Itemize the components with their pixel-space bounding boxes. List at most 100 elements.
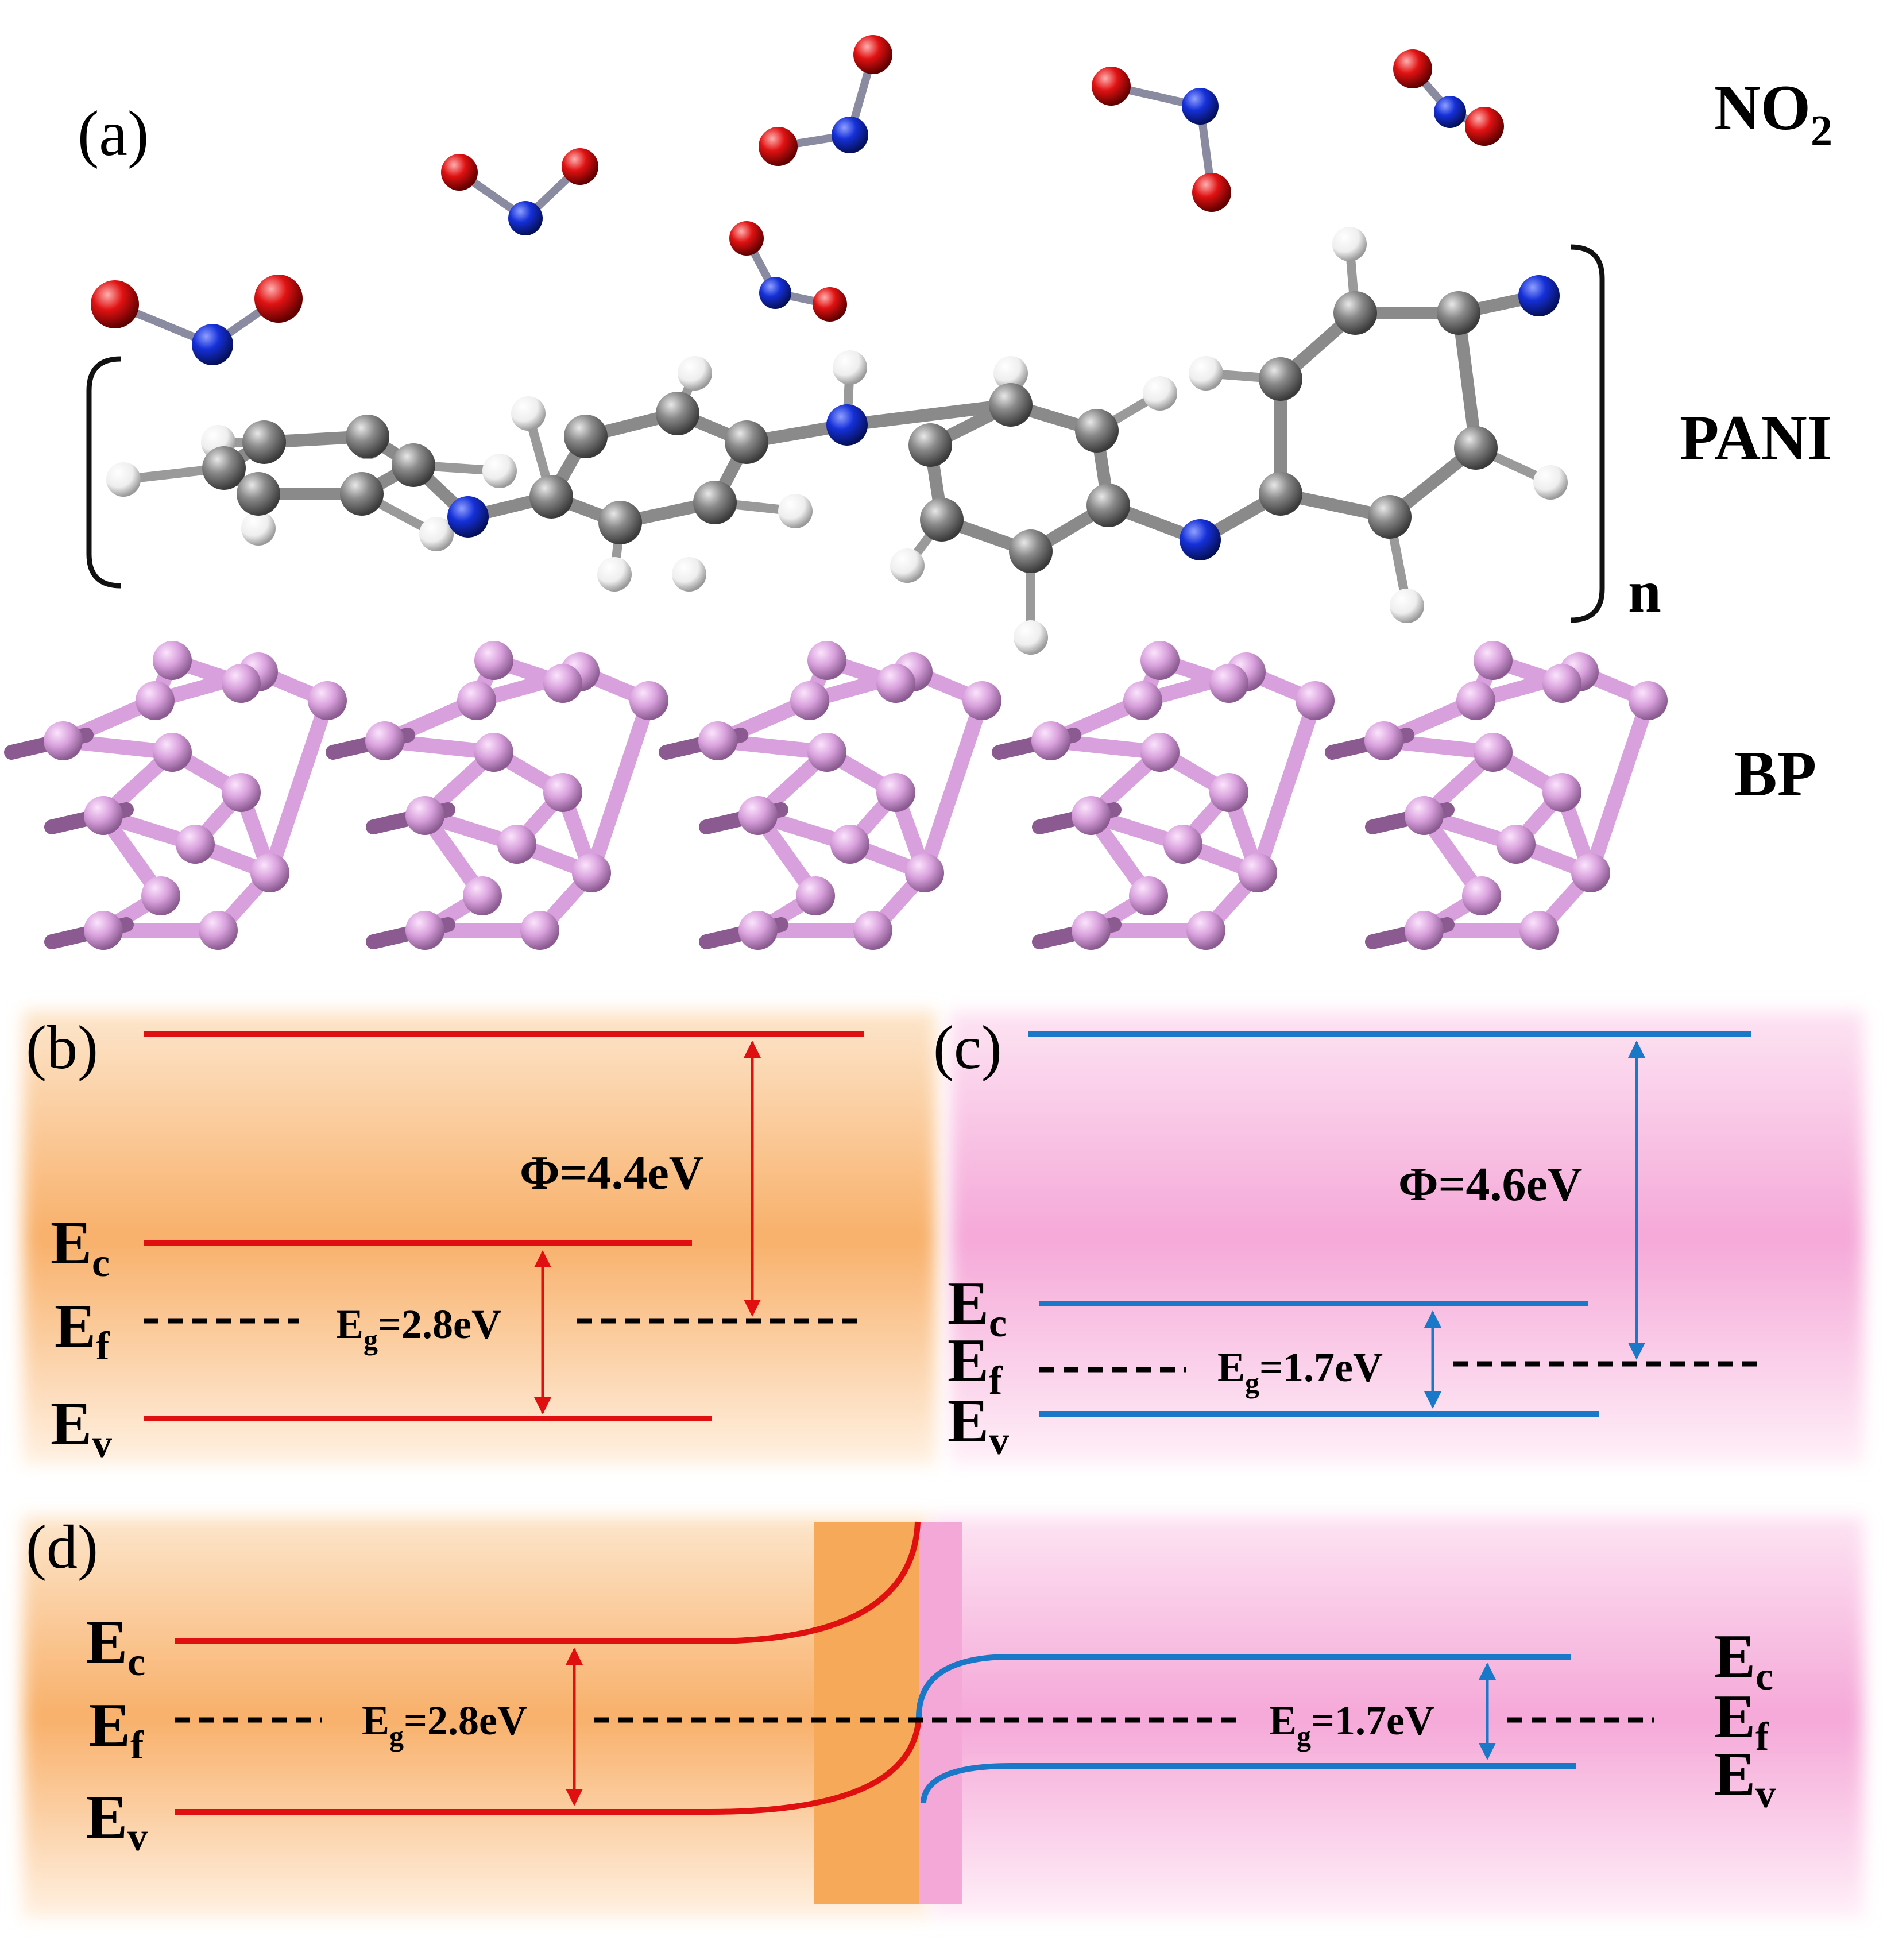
p-p-bond bbox=[584, 693, 656, 880]
phosphorus-atom bbox=[1140, 733, 1180, 772]
oxygen-atom bbox=[254, 275, 303, 323]
hydrogen-atom bbox=[890, 548, 925, 583]
carbon-atom bbox=[656, 392, 699, 435]
carbon-atom bbox=[237, 472, 280, 516]
panel-d-label: (d) bbox=[26, 1513, 98, 1582]
nitrogen-atom bbox=[759, 277, 791, 309]
phosphorus-atom bbox=[84, 796, 123, 835]
phosphorus-atom bbox=[1474, 733, 1513, 772]
carbon-atom bbox=[564, 415, 608, 458]
carbon-atom bbox=[725, 420, 768, 464]
no2-molecule bbox=[91, 275, 303, 365]
bp-unit-cell bbox=[992, 641, 1335, 950]
oxygen-atom bbox=[1192, 173, 1231, 212]
oxygen-atom bbox=[1465, 107, 1504, 146]
phosphorus-atom bbox=[1497, 825, 1536, 864]
panel-d: (d) Eg=2.8eV Eg=1.7eV Ec Ef Ev Ec Ef Ev bbox=[23, 1513, 1863, 1918]
band-gap-label: Eg=2.8eV bbox=[336, 1301, 501, 1356]
oxygen-atom bbox=[91, 280, 139, 328]
phosphorus-atom bbox=[405, 911, 444, 950]
hydrogen-atom bbox=[482, 454, 517, 488]
phosphorus-atom bbox=[176, 825, 215, 864]
phosphorus-atom bbox=[807, 641, 846, 680]
work-function-label: Φ=4.4eV bbox=[520, 1146, 703, 1200]
phosphorus-atom bbox=[153, 733, 192, 772]
phosphorus-atom bbox=[796, 876, 835, 915]
carbon-atom bbox=[1259, 357, 1302, 401]
phosphorus-atom bbox=[1405, 796, 1444, 835]
carbon-atom bbox=[340, 472, 384, 516]
phosphorus-atom bbox=[365, 721, 404, 760]
band-gap-label: Eg=1.7eV bbox=[1217, 1344, 1383, 1399]
right-conduction-band bbox=[916, 1654, 1571, 1718]
ef-label: Ef bbox=[55, 1292, 110, 1368]
ev-label: Ev bbox=[51, 1390, 112, 1466]
phosphorus-atom bbox=[1629, 681, 1668, 720]
right-bracket bbox=[1570, 244, 1605, 623]
carbon-atom bbox=[908, 423, 952, 467]
phosphorus-atom bbox=[1542, 664, 1581, 703]
right-ev-label: Ev bbox=[1714, 1740, 1776, 1816]
carbon-atom bbox=[920, 498, 964, 542]
phosphorus-atom bbox=[807, 733, 846, 772]
nitrogen-atom bbox=[832, 117, 868, 153]
phosphorus-atom bbox=[853, 911, 892, 950]
no2-molecule bbox=[1393, 49, 1504, 146]
no2-label: NO2 bbox=[1714, 72, 1832, 155]
phosphorus-atom bbox=[405, 796, 444, 835]
carbon-atom bbox=[1259, 472, 1302, 516]
nitrogen-atom bbox=[192, 324, 233, 365]
phosphorus-atom bbox=[1163, 825, 1202, 864]
phosphorus-atom bbox=[1123, 681, 1162, 720]
nitrogen-atom bbox=[1182, 88, 1219, 125]
p-p-bond bbox=[917, 693, 989, 880]
oxygen-atom bbox=[813, 287, 847, 322]
phosphorus-atom bbox=[1296, 681, 1335, 720]
no2-molecule bbox=[759, 35, 892, 166]
nitrogen-atom bbox=[508, 201, 543, 235]
oxygen-atom bbox=[759, 127, 798, 166]
hydrogen-atom bbox=[511, 396, 546, 431]
carbon-atom bbox=[598, 501, 642, 544]
hydrogen-atom bbox=[1014, 620, 1048, 655]
phosphorus-atom bbox=[1519, 911, 1559, 950]
work-function-label: Φ=4.6eV bbox=[1398, 1158, 1582, 1211]
left-ef-label: Ef bbox=[89, 1691, 144, 1768]
ec-label: Ec bbox=[51, 1209, 110, 1285]
bp-unit-cell bbox=[326, 641, 668, 950]
phosphorus-atom bbox=[222, 773, 261, 812]
backbone-bond bbox=[841, 399, 1017, 431]
phosphorus-atom bbox=[876, 664, 915, 703]
phosphorus-atom bbox=[474, 733, 513, 772]
nitrogen-atom bbox=[1180, 519, 1221, 560]
hydrogen-atom bbox=[241, 511, 276, 546]
phosphorus-atom bbox=[790, 681, 829, 720]
depletion-region-pani bbox=[814, 1522, 919, 1904]
panel-b-label: (b) bbox=[26, 1014, 98, 1082]
nitrogen-atom bbox=[1518, 275, 1560, 316]
ev-label: Ev bbox=[948, 1387, 1009, 1463]
phosphorus-atom bbox=[44, 721, 83, 760]
no2-molecule bbox=[729, 221, 847, 322]
right-ef-label: Ef bbox=[1714, 1683, 1769, 1759]
panel-c: (c) Φ=4.6eV Eg=1.7eV Ec Ef Ev bbox=[933, 1011, 1863, 1464]
no2-molecules bbox=[91, 35, 1504, 365]
left-ev-label: Ev bbox=[86, 1783, 148, 1860]
phosphorus-atom bbox=[1186, 911, 1225, 950]
carbon-atom bbox=[202, 446, 246, 490]
phosphorus-atom bbox=[1474, 641, 1513, 680]
oxygen-atom bbox=[1393, 49, 1432, 88]
panel-a: (a) NO2 PANI n BP bbox=[4, 35, 1832, 950]
left-bracket bbox=[86, 356, 121, 589]
hydrogen-atom bbox=[419, 517, 454, 551]
phosphorus-atom bbox=[698, 721, 737, 760]
phosphorus-atom bbox=[738, 911, 778, 950]
carbon-atom bbox=[392, 443, 435, 487]
phosphorus-atom bbox=[199, 911, 238, 950]
panel-c-label: (c) bbox=[933, 1014, 1002, 1082]
phosphorus-atom bbox=[1209, 773, 1248, 812]
nitrogen-atom bbox=[826, 404, 868, 446]
carbon-atom bbox=[693, 481, 737, 524]
hydrogen-atom bbox=[993, 356, 1028, 391]
